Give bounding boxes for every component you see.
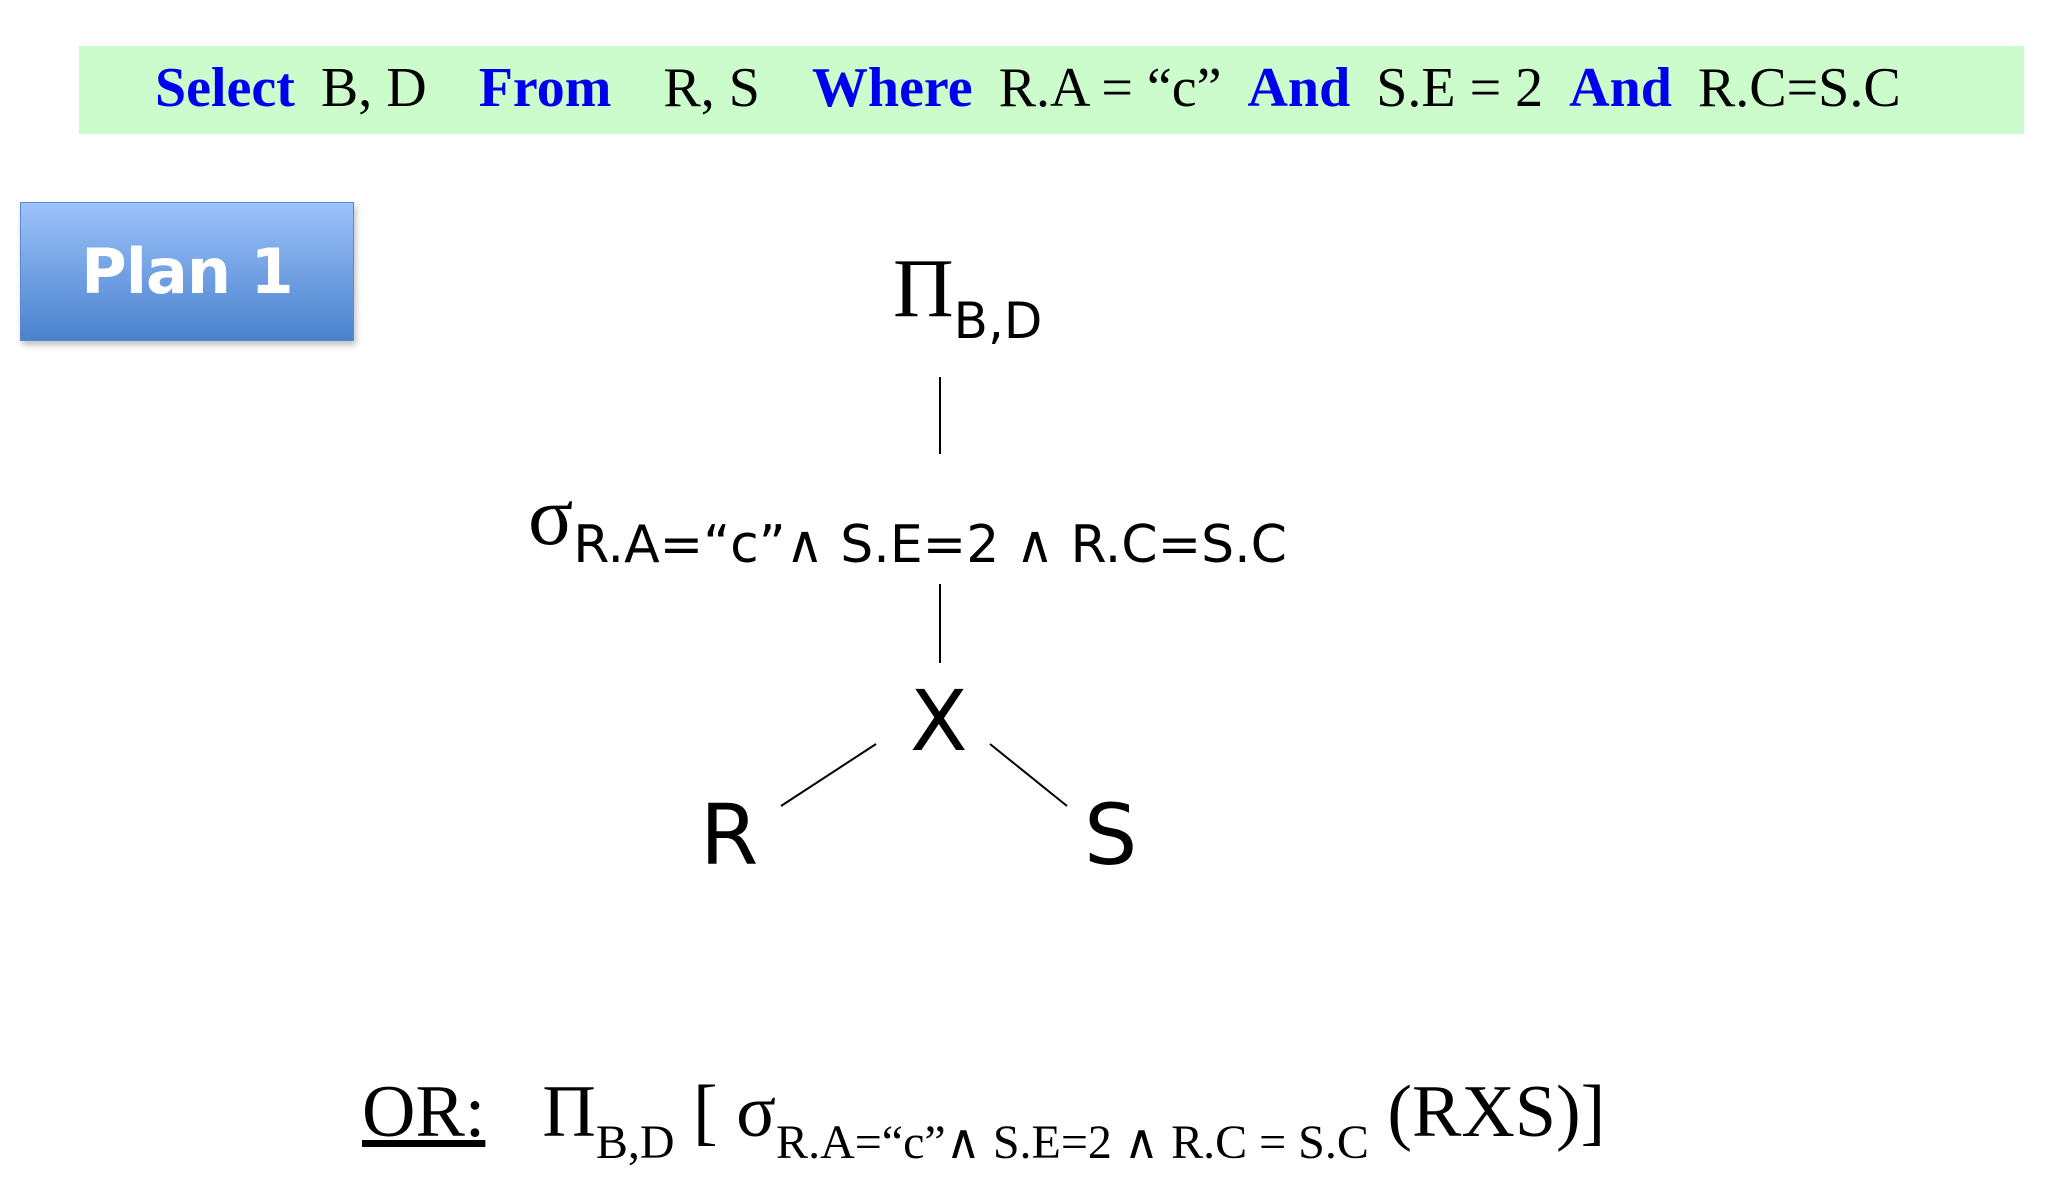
projection-symbol: Π bbox=[893, 242, 954, 335]
condition-3: R.C=S.C bbox=[1697, 57, 1901, 119]
relation-s-node: S bbox=[1084, 786, 1138, 884]
keyword-where: Where bbox=[811, 57, 973, 119]
selection-symbol: σ bbox=[528, 470, 574, 563]
keyword-and-2: And bbox=[1569, 57, 1672, 119]
projection-subscript: B,D bbox=[953, 292, 1043, 350]
sql-query: Select B, D From R, S Where R.A = “c” And S.E =… bbox=[155, 56, 1901, 120]
sql-query-banner: Select B, D From R, S Where R.A = “c” And S.E =… bbox=[79, 46, 2024, 134]
tree-edge bbox=[939, 377, 941, 454]
expression-sigma: σ bbox=[736, 1071, 777, 1153]
selection-subscript: R.A=“c”∧ S.E=2 ∧ R.C=S.C bbox=[573, 515, 1287, 575]
expression-operand: (RXS)] bbox=[1387, 1071, 1606, 1153]
projection-node: ΠB,D bbox=[893, 240, 1042, 350]
keyword-select: Select bbox=[155, 57, 295, 119]
condition-2: S.E = 2 bbox=[1376, 57, 1544, 119]
expression-sigma-subscript: R.A=“c”∧ S.E=2 ∧ R.C = S.C bbox=[776, 1116, 1369, 1169]
from-tables: R, S bbox=[663, 57, 760, 119]
cross-product-node: X bbox=[910, 672, 968, 770]
plan-label: Plan 1 bbox=[81, 235, 293, 308]
select-columns: B, D bbox=[320, 57, 427, 119]
algebra-expression: OR: ΠB,D [ σR.A=“c”∧ S.E=2 ∧ R.C = S.C (… bbox=[362, 1070, 1606, 1169]
expression-pi: Π bbox=[542, 1071, 596, 1153]
keyword-and: And bbox=[1247, 57, 1351, 119]
tree-edge bbox=[939, 584, 941, 663]
selection-node: σR.A=“c”∧ S.E=2 ∧ R.C=S.C bbox=[528, 468, 1287, 575]
open-bracket: [ bbox=[693, 1071, 718, 1153]
condition-1: R.A = “c” bbox=[998, 57, 1222, 119]
keyword-from: From bbox=[478, 57, 612, 119]
plan-label-box: Plan 1 bbox=[20, 202, 354, 341]
or-label: OR: bbox=[362, 1071, 486, 1153]
edge-to-r bbox=[780, 743, 877, 807]
expression-pi-subscript: B,D bbox=[595, 1116, 675, 1169]
relation-r-node: R bbox=[700, 786, 759, 884]
edge-to-s bbox=[989, 743, 1068, 807]
